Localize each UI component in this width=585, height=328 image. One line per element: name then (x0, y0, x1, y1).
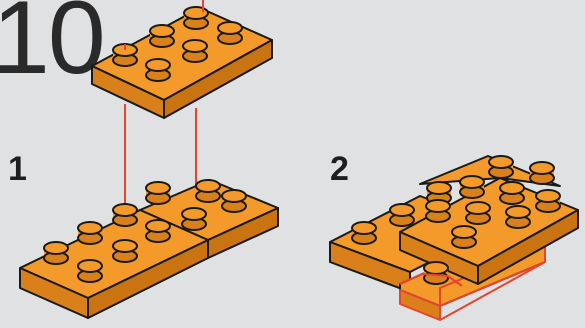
step-2-studs (351, 155, 561, 285)
step-2-assembly (329, 155, 579, 321)
step-1-studs (43, 179, 247, 283)
plate-studs (112, 6, 243, 82)
new-plate-part (91, 0, 273, 119)
step-1-assembly (19, 179, 279, 319)
step-number-1: 1 (8, 150, 27, 188)
page-number: 10 (0, 0, 106, 96)
step-number-2: 2 (330, 150, 349, 188)
